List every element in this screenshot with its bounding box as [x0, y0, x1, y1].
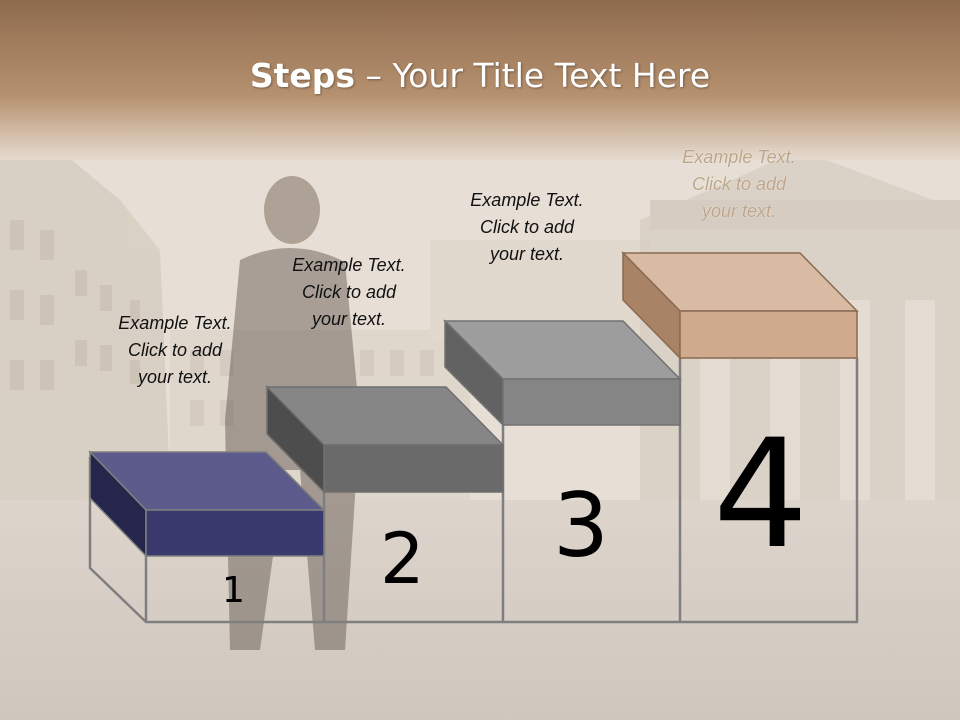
caption-line: Click to add: [301, 282, 397, 302]
step-caption-4[interactable]: Example Text. Click to add your text.: [654, 144, 824, 225]
title-bold: Steps: [249, 56, 356, 95]
caption-line: your text.: [137, 367, 213, 387]
caption-line: Example Text.: [118, 313, 232, 333]
step-caption-3[interactable]: Example Text. Click to add your text.: [442, 187, 612, 268]
caption-line: Example Text.: [682, 147, 796, 167]
left-buildings: [0, 140, 170, 520]
caption-line: Example Text.: [470, 190, 584, 210]
step-number-3: 3: [553, 474, 609, 577]
step-number-1: 1: [222, 570, 245, 611]
step-block-4[interactable]: [621, 251, 859, 360]
step-block-1[interactable]: [88, 450, 326, 558]
step-block-2[interactable]: [265, 385, 505, 494]
title-rest: – Your Title Text Here: [355, 56, 711, 95]
step-number-4: 4: [713, 408, 809, 582]
caption-line: Click to add: [479, 217, 575, 237]
slide-title[interactable]: Steps – Your Title Text Here: [0, 56, 960, 95]
step-caption-1[interactable]: Example Text. Click to add your text.: [90, 310, 260, 391]
caption-line: your text.: [311, 309, 387, 329]
caption-line: your text.: [489, 244, 565, 264]
step-caption-2[interactable]: Example Text. Click to add your text.: [264, 252, 434, 333]
caption-line: Click to add: [691, 174, 787, 194]
step-number-2: 2: [380, 518, 425, 600]
caption-line: your text.: [701, 201, 777, 221]
step-block-3[interactable]: [443, 319, 682, 427]
caption-line: Example Text.: [292, 255, 406, 275]
caption-line: Click to add: [127, 340, 223, 360]
